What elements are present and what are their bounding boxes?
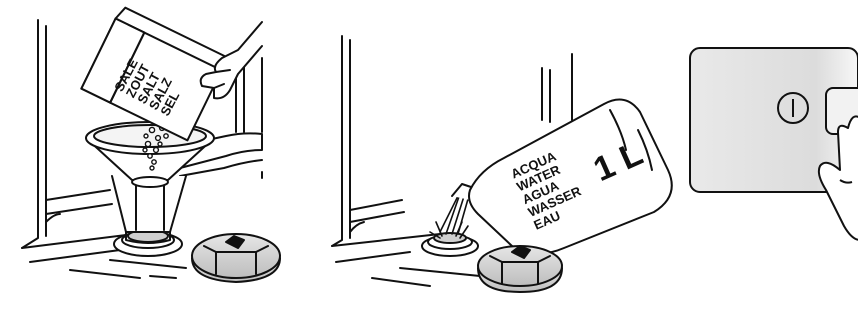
water-bottle [452, 100, 672, 254]
reservoir-cap [192, 234, 280, 282]
panel-power-on [690, 48, 858, 240]
salt-reservoir [422, 233, 478, 256]
panel-add-salt [22, 6, 280, 282]
reservoir-cap [478, 246, 562, 292]
funnel [86, 122, 214, 243]
